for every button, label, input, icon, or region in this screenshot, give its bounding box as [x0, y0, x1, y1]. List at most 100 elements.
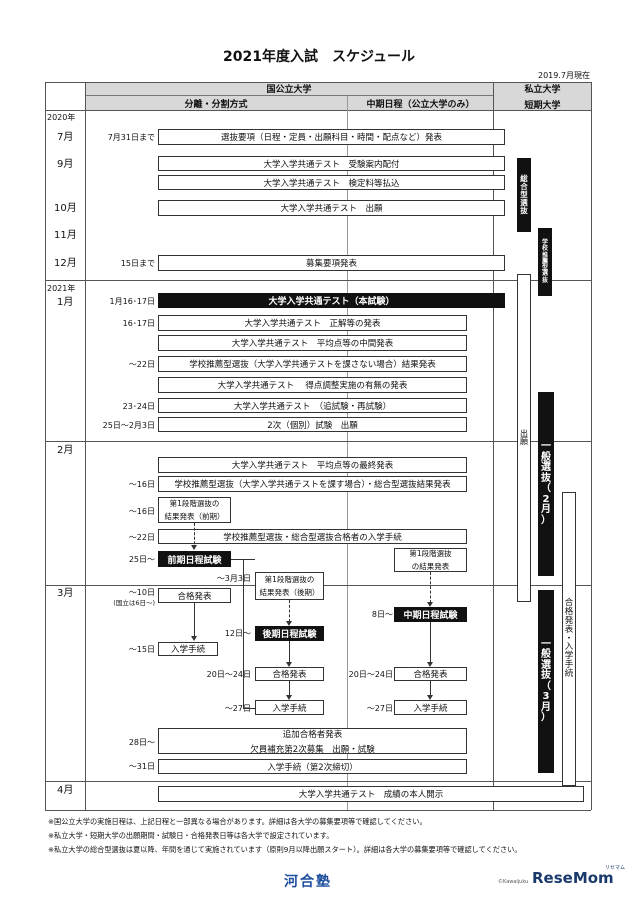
copyright: ©Kawaijuku: [498, 879, 529, 885]
month-4: 4月: [57, 785, 74, 796]
event-box: 大学入学共通テスト 正解等の発表: [158, 315, 467, 331]
side-suisen-gata: 学校推薦型選抜: [538, 228, 552, 296]
event-box: 合格発表: [158, 588, 231, 603]
date-label: 12日～: [224, 629, 251, 638]
date-label: 7月31日まで: [107, 133, 155, 142]
header-bunri: 分離・分割方式: [85, 96, 347, 110]
grid-top: [45, 82, 591, 83]
connector-line: [243, 708, 255, 709]
date-label: ～15日: [128, 645, 155, 654]
arrow-down-icon: [427, 602, 433, 607]
grid-bottom: [45, 810, 591, 811]
grid-month-col: [85, 82, 86, 810]
grid-sep-apr: [45, 781, 591, 782]
event-box: 合格発表: [394, 667, 467, 681]
resemom-logo: ReseMom: [532, 869, 614, 887]
month-3: 3月: [57, 588, 74, 599]
event-box: 第1段階選抜の 結果発表（前期）: [158, 497, 231, 523]
event-box: 選抜要項（日程・定員・出願科目・時間・配点など）発表: [158, 129, 505, 145]
date-label: (国立は6日～): [113, 599, 155, 607]
date-label: 8日～: [371, 610, 393, 619]
event-box: 大学入学共通テスト 平均点等の最終発表: [158, 457, 467, 473]
header-chuki: 中期日程（公立大学のみ）: [347, 96, 493, 110]
header-shiritsu-1: 私立大学: [524, 84, 561, 95]
side-shutsugan: 出願: [517, 274, 531, 602]
arrow-down-icon: [191, 636, 197, 641]
grid-shiritsu-col: [493, 82, 494, 810]
month-7: 7月: [57, 132, 74, 143]
date-label: ～10日: [128, 588, 155, 597]
date-label: ～16日: [128, 480, 155, 489]
event-box: 大学入学共通テスト 成績の本人開示: [158, 786, 584, 802]
connector-line: [289, 641, 290, 663]
event-box: 入学手続: [255, 700, 324, 715]
grid-right: [591, 82, 592, 810]
event-box: 学校推薦型選抜（大学入学共通テストを課す場合）・総合型選抜結果発表: [158, 476, 467, 492]
event-box: 学校推薦型選抜・総合型選抜合格者の入学手続: [158, 529, 467, 544]
date-label: ～27日: [224, 704, 251, 713]
date-label: 16･17日: [122, 319, 155, 328]
date-label: ～31日: [128, 762, 155, 771]
connector-line: [194, 523, 195, 549]
grid-sep-feb: [45, 441, 591, 442]
date-label: 1月16･17日: [109, 297, 155, 306]
year-2021: 2021年: [47, 284, 76, 293]
date-label: 23･24日: [122, 402, 155, 411]
event-box-line: 追加合格者発表: [282, 729, 343, 740]
event-box: 入学手続（第2次締切）: [158, 759, 467, 774]
date-label: ～22日: [128, 533, 155, 542]
month-11: 11月: [54, 230, 77, 241]
header-shiritsu-2: 短期大学: [524, 100, 561, 111]
event-box-highlight: 大学入学共通テスト（本試験）: [158, 293, 505, 308]
grid-left: [45, 82, 46, 810]
date-label: ～27日: [366, 704, 393, 713]
event-box: 大学入学共通テスト （追試験・再試験）: [158, 398, 467, 413]
month-9: 9月: [57, 159, 74, 170]
footnote: ※私立大学の総合型選抜は夏以降、年間を通じて実施されています（原則9月以降出願ス…: [48, 845, 522, 854]
arrow-down-icon: [427, 695, 433, 700]
event-box-line: 第1段階選抜の: [264, 575, 315, 584]
event-box: 大学入学共通テスト 出願: [158, 200, 505, 216]
arrow-down-icon: [286, 621, 292, 626]
event-box: 2次（個別）試験 出願: [158, 417, 467, 432]
date-label: 20日～24日: [348, 670, 393, 679]
header-shiritsu: 私立大学 短期大学: [493, 82, 591, 111]
connector-line: [289, 600, 290, 622]
event-box-highlight: 前期日程試験: [158, 551, 231, 567]
month-2: 2月: [57, 445, 74, 456]
date-label: 25日～: [128, 555, 155, 564]
year-2020: 2020年: [47, 113, 76, 122]
event-box: 合格発表: [255, 667, 324, 681]
connector-line: [194, 603, 195, 637]
event-box-line: の結果発表: [411, 562, 450, 571]
arrow-down-icon: [427, 662, 433, 667]
date-label: 25日～2月3日: [102, 421, 155, 430]
event-box: 募集要項発表: [158, 255, 505, 271]
connector-line: [430, 572, 431, 603]
date-label: 28日～: [128, 738, 155, 747]
event-box: 大学入学共通テスト 受験案内配付: [158, 156, 505, 171]
date-label: 15日まで: [120, 259, 155, 268]
kawaijuku-logo: 河合塾: [284, 874, 332, 890]
month-1: 1月: [57, 297, 74, 308]
side-sogo-gata: 総合型選抜: [517, 158, 531, 232]
arrow-down-icon: [286, 662, 292, 667]
event-box-highlight: 中期日程試験: [394, 607, 467, 622]
as-of-date: 2019.7月現在: [538, 71, 590, 80]
event-box-line: 結果発表（前期）: [164, 512, 225, 521]
date-label: ～16日: [128, 507, 155, 516]
grid-header-bottom: [45, 110, 591, 111]
header-kokko: 国公立大学: [85, 82, 493, 96]
event-box-line: 欠員補充第2次募集 出願・試験: [250, 744, 375, 755]
month-12: 12月: [54, 258, 77, 269]
event-box-line: 結果発表（後期）: [259, 588, 320, 597]
grid-sep-2021: [45, 280, 591, 281]
connector-line: [243, 559, 244, 709]
event-box: 学校推薦型選抜（大学入学共通テストを課さない場合）結果発表: [158, 356, 467, 372]
event-box: 第1段階選抜 の結果発表: [394, 548, 467, 572]
date-label: ～22日: [128, 360, 155, 369]
event-box-line: 第1段階選抜: [409, 549, 452, 558]
